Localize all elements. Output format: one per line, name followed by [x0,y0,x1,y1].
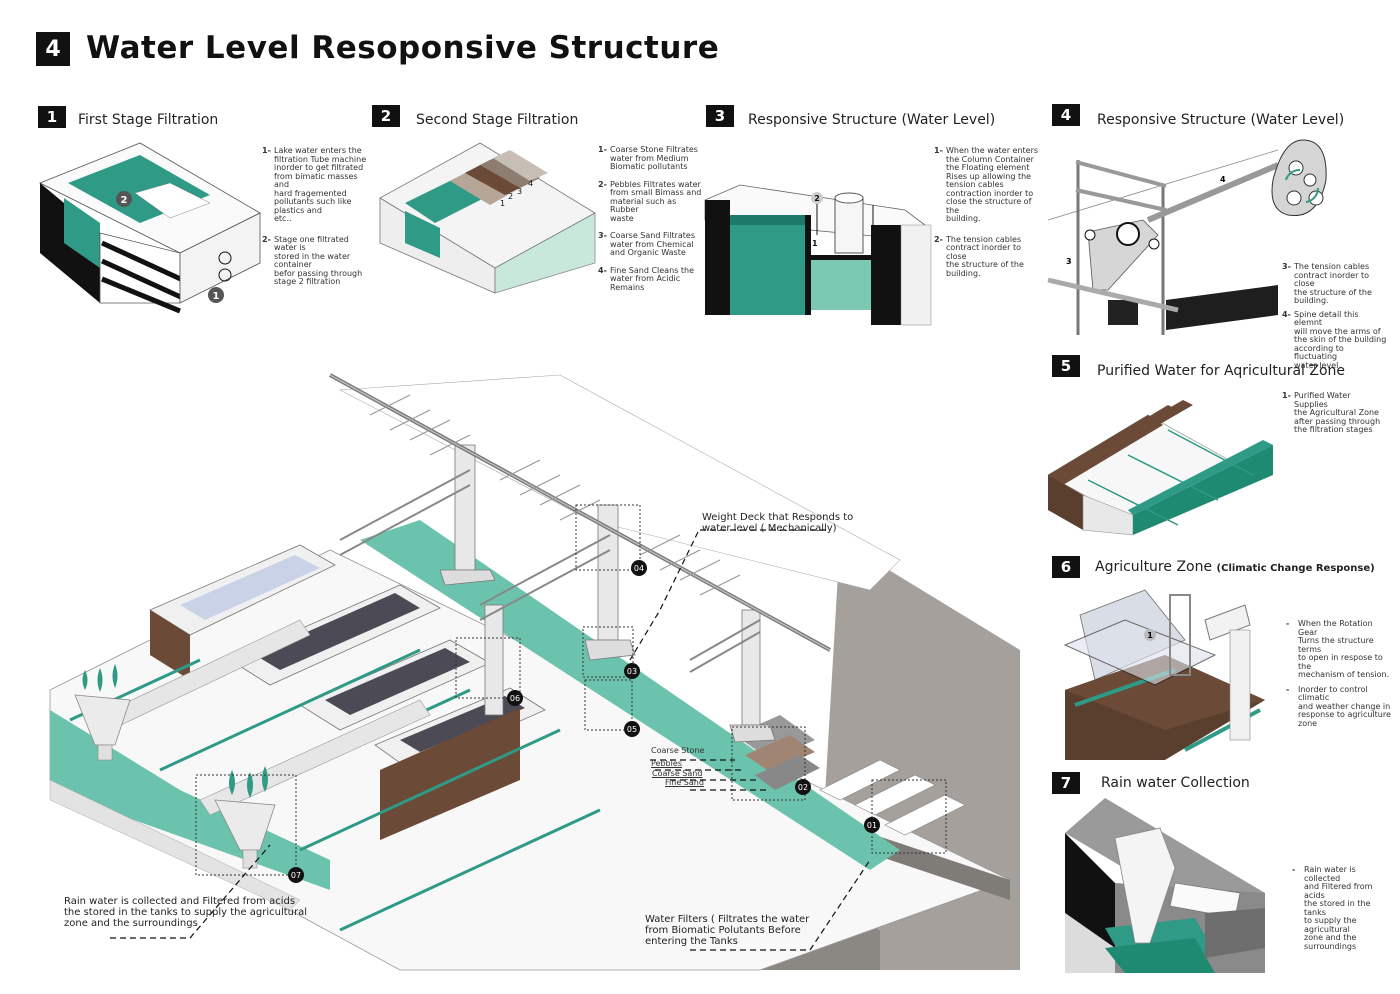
first-stage-filtration-illustration: 2 1 [39,142,261,314]
leader-lines [110,529,871,951]
agriculture-zone-illustration: 1 [1063,589,1265,760]
callout-weight-deck: Weight Deck that Responds to water level… [702,512,854,534]
callout-water-filters: Water Filters ( Filtrates the water from… [645,914,810,947]
section-notes: -When the Rotation Gear Turns the struct… [1286,619,1391,737]
diagram-label: 3 [517,187,522,196]
filtration-tanks [149,544,546,840]
roof-panel [338,374,901,591]
rain-funnel [74,664,131,761]
skin-arms [369,394,741,596]
note-item: 3-Coarse Sand Filtrates water from Chemi… [598,231,695,257]
diagram-label: 1 [1147,631,1153,640]
section-notes: 1-Lake water enters the filtration Tube … [262,146,372,296]
water-filter-blocks [819,759,966,836]
bridge [199,699,431,816]
layer-label-coarse-sand: Coarse Sand [652,769,703,778]
section-notes: 1-Purified Water Supplies the Agricultur… [1282,391,1382,444]
detail-marker-02: 02 [795,779,811,795]
detail-boxes [195,504,947,876]
walkway [49,779,301,911]
section-notes: -Rain water is collected and Filtered fr… [1292,865,1392,960]
callout-rain-water: Rain water is collected and Filtered fro… [64,896,308,929]
detail-marker-04: 04 [631,560,647,576]
diagram-label: 3 [1066,257,1072,266]
spine-detail-illustration: 4 3 [1047,139,1327,335]
rain-funnel [214,766,276,869]
layer-label-coarse-stone: Coarse Stone [651,746,705,755]
section-title: Rain water Collection [1101,775,1250,791]
note-item: 1-Lake water enters the filtration Tube … [262,146,367,223]
layer-label-fine-sand: Fine Sand [665,778,704,787]
note-item: 1-Purified Water Supplies the Agricultur… [1282,391,1381,434]
section-notes: 1-When the water enters the Column Conta… [934,146,1039,287]
section-badge: 7 [1052,772,1080,794]
diagram-label: 1 [213,291,220,302]
note-item: 2-Pebbles Filtrates water from small Bim… [598,179,702,223]
section-title: Responsive Structure (Water Level) [1097,112,1345,128]
section-title: Responsive Structure (Water Level) [748,112,996,128]
diagram-label: 4 [1220,175,1226,184]
section-badge: 5 [1052,355,1080,377]
note-item: 2-The tension cables contract inorder to… [934,234,1024,278]
purified-water-illustration [1047,400,1273,536]
column-container-illustration: 2 1 [704,184,932,326]
diagram-label: 4 [528,179,533,188]
page-title: Water Level Resoponsive Structure [86,30,720,66]
note-item: 4-Fine Sand Cleans the water from Acidic… [598,265,694,292]
section-badge: 1 [38,106,66,128]
section-title: Agriculture Zone (Climatic Change Respon… [1095,559,1375,575]
section-title: First Stage Filtration [78,112,219,128]
platform-edge [860,830,1010,900]
note-item: 3-The tension cables contract inorder to… [1282,262,1372,305]
section-badge: 2 [372,105,400,127]
diagram-label: 2 [121,195,128,206]
rain-water-collection-illustration [1065,798,1265,973]
section-badge: 4 [1052,104,1080,126]
detail-marker-05: 05 [624,721,640,737]
note-item: 1-When the water enters the Column Conta… [934,146,1039,223]
section-title: Purified Water for Aqricultural Zone [1097,363,1346,379]
detail-marker-06: 06 [507,690,523,706]
layer-label-pebbles: Pebbles [651,759,682,768]
section-title: Second Stage Filtration [416,112,579,128]
note-item: 2-Stage one filtrated water is stored in… [262,234,363,286]
diagram-label: 1 [500,199,505,208]
diagram-label: 1 [812,239,818,248]
truss [339,469,761,673]
section-subtitle: (Climatic Change Response) [1216,563,1375,574]
note-item: -When the Rotation Gear Turns the struct… [1286,619,1390,679]
second-stage-filtration-illustration: 1 2 3 4 [379,142,596,294]
note-item: 1-Coarse Stone Filtrates water from Medi… [598,145,698,171]
diagram-label: 2 [814,194,820,203]
note-item: -Rain water is collected and Filtered fr… [1292,865,1373,951]
note-item: -Inorder to control climatic and weather… [1286,684,1391,728]
section-badge: 6 [1052,556,1080,578]
section-notes: 3-The tension cables contract inorder to… [1282,262,1387,379]
detail-marker-03: 03 [624,663,640,679]
section-badge: 3 [706,105,734,127]
detail-marker-01: 01 [864,817,880,833]
main-section-badge: 4 [36,32,70,66]
diagram-label: 2 [508,192,513,201]
note-item: 4-Spine detail this elemnt will move the… [1282,309,1387,370]
section-notes: 1-Coarse Stone Filtrates water from Medi… [598,145,703,301]
detail-marker-07: 07 [288,867,304,883]
